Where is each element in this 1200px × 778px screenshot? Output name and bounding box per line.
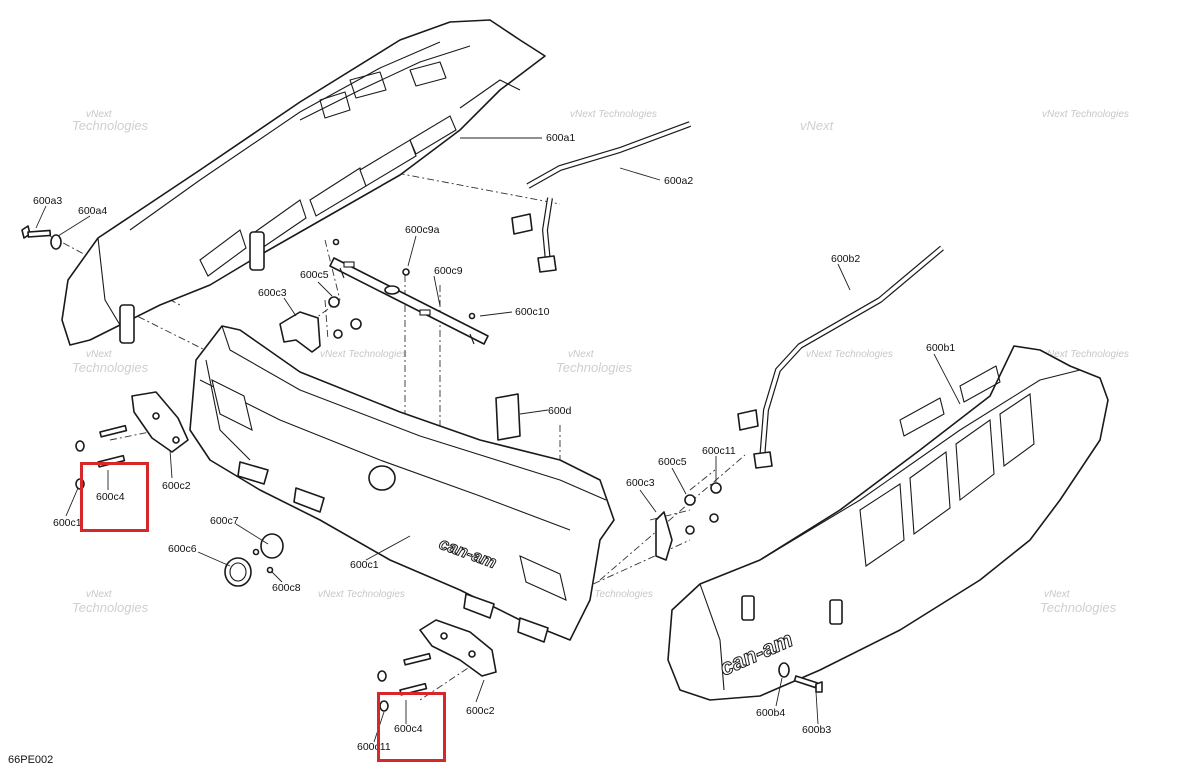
callout-600c7: 600c7 [210,515,239,527]
callout-600c3-left: 600c3 [258,287,287,299]
fasteners-600b [778,662,823,693]
decal-600d [495,393,521,441]
watermark: vNext [86,349,113,360]
watermark: vNext Technologies [806,349,893,360]
callout-600b4: 600b4 [756,707,785,719]
watermark: Technologies [556,360,633,375]
highlight-box-600c4-left[interactable] [80,462,149,532]
callout-600c4-left: 600c4 [96,491,125,503]
side-panel-600b1: can-am [667,345,1109,701]
watermark: vNext Technologies [1042,109,1129,120]
bracket-600c3-left [279,296,362,353]
callout-600c11-bottom: 600c11 [357,741,391,753]
grab-bar-600b2 [737,245,944,469]
watermark: Technologies [72,360,149,375]
callout-600c5-left: 600c5 [300,269,329,281]
callout-600c1-left: 600c1 [53,517,82,529]
watermark: Technologies [72,600,149,615]
callout-600c1: 600c1 [350,559,379,571]
callout-600a4: 600a4 [78,205,107,217]
highlight-box-600c4-bottom[interactable] [377,692,446,762]
callout-600c3-right: 600c3 [626,477,655,489]
watermark: vNext Technologies [570,109,657,120]
side-panel-600a1 [61,19,546,346]
watermark: vNext Technologies [1042,349,1129,360]
callout-600c4-bottom: 600c4 [394,723,423,735]
watermark: vNext [1044,589,1071,600]
hitch-bracket-600c2-left [131,391,189,453]
watermark: vNext Technologies [566,589,653,600]
leader-lines [35,137,961,743]
callout-600c11-right: 600c11 [702,445,736,457]
callout-600d: 600d [548,405,572,417]
watermark: Technologies [1040,600,1117,615]
watermark: vNext [86,589,113,600]
callout-600a3: 600a3 [33,195,62,207]
watermark: Technologies [72,118,149,133]
highlight-boxes [80,462,446,762]
callout-600c10: 600c10 [515,306,550,318]
callout-600c5-right: 600c5 [658,456,687,468]
grab-bar-600a2 [511,121,692,273]
callout-600b2: 600b2 [831,253,860,265]
diagram-code: 66PE002 [8,754,54,766]
fasteners-600a [21,225,62,250]
callout-600b3: 600b3 [802,724,831,736]
callout-600c8: 600c8 [272,582,301,594]
watermark: vNext [800,118,835,133]
emblem-600c6 [224,533,284,587]
watermark: vNext [568,349,595,360]
watermark: vNext Technologies [318,589,405,600]
bracket-600c3-right [655,482,722,561]
callout-600a1: 600a1 [546,132,575,144]
hitch-bracket-600c2-bottom [419,619,497,677]
callout-600c9: 600c9 [434,265,463,277]
callout-600c9a: 600c9a [405,224,440,236]
rear-bumper-600c1: can-am [189,325,615,643]
bracket-600c9 [329,238,489,345]
callout-600c2-left: 600c2 [162,480,191,492]
callout-600a2: 600a2 [664,175,693,187]
watermark: vNext Technologies [320,349,407,360]
callout-600c2-bottom: 600c2 [466,705,495,717]
callout-600b1: 600b1 [926,342,955,354]
callouts: 600a1 600a2 600a3 600a4 600c9a 600c9 600… [33,132,955,753]
watermark: vNext [86,109,113,120]
callout-600c6: 600c6 [168,543,197,555]
